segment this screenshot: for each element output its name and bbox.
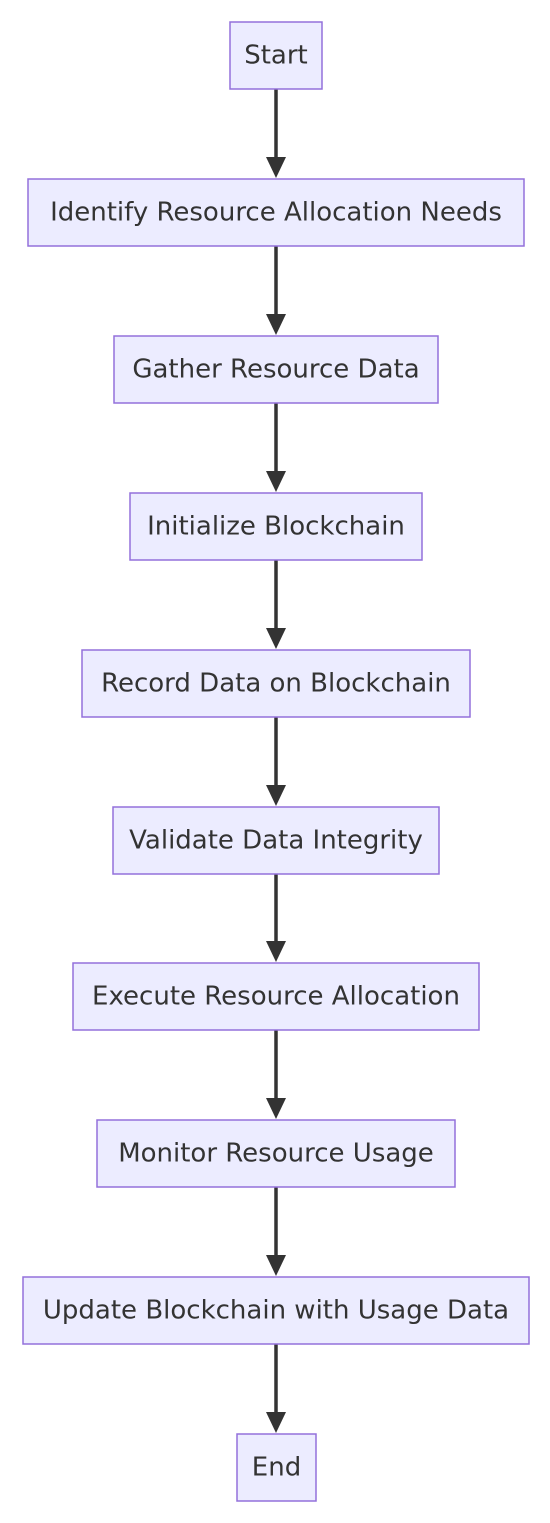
- flow-node-update: Update Blockchain with Usage Data: [22, 1276, 530, 1345]
- flow-node-box-update: [22, 1276, 530, 1345]
- flow-node-box-init: [129, 492, 423, 561]
- flow-node-record: Record Data on Blockchain: [81, 649, 471, 718]
- flow-node-label-execute: Execute Resource Allocation: [92, 982, 460, 1012]
- flow-node-box-end: [236, 1433, 317, 1502]
- arrowhead-validate-to-execute: [266, 941, 286, 962]
- arrowhead-update-to-end: [266, 1412, 286, 1433]
- arrowhead-identify-to-gather: [266, 314, 286, 335]
- flow-node-label-monitor: Monitor Resource Usage: [118, 1139, 434, 1169]
- flow-node-label-identify: Identify Resource Allocation Needs: [50, 198, 502, 228]
- flow-node-label-start: Start: [244, 41, 308, 71]
- arrowhead-record-to-validate: [266, 785, 286, 806]
- flow-node-box-gather: [113, 335, 439, 404]
- flow-node-init: Initialize Blockchain: [129, 492, 423, 561]
- flow-node-box-record: [81, 649, 471, 718]
- flow-node-label-init: Initialize Blockchain: [147, 512, 405, 542]
- flow-node-monitor: Monitor Resource Usage: [96, 1119, 456, 1188]
- flow-node-box-identify: [27, 178, 525, 247]
- flow-node-label-validate: Validate Data Integrity: [129, 826, 423, 856]
- flow-node-validate: Validate Data Integrity: [112, 806, 440, 875]
- flow-node-execute: Execute Resource Allocation: [72, 962, 480, 1031]
- flow-node-start: Start: [229, 21, 323, 90]
- flow-node-box-execute: [72, 962, 480, 1031]
- flow-node-end: End: [236, 1433, 317, 1502]
- arrowhead-monitor-to-update: [266, 1255, 286, 1276]
- flow-node-label-record: Record Data on Blockchain: [101, 669, 451, 699]
- flow-node-label-update: Update Blockchain with Usage Data: [43, 1296, 509, 1326]
- flow-node-gather: Gather Resource Data: [113, 335, 439, 404]
- flow-node-box-monitor: [96, 1119, 456, 1188]
- flow-node-label-gather: Gather Resource Data: [132, 355, 419, 385]
- arrowhead-start-to-identify: [266, 157, 286, 178]
- flow-node-identify: Identify Resource Allocation Needs: [27, 178, 525, 247]
- arrowhead-init-to-record: [266, 628, 286, 649]
- flow-node-label-end: End: [252, 1453, 301, 1483]
- flowchart-edges: [266, 89, 286, 1433]
- flow-node-box-start: [229, 21, 323, 90]
- arrowhead-execute-to-monitor: [266, 1098, 286, 1119]
- arrowhead-gather-to-init: [266, 471, 286, 492]
- flow-node-box-validate: [112, 806, 440, 875]
